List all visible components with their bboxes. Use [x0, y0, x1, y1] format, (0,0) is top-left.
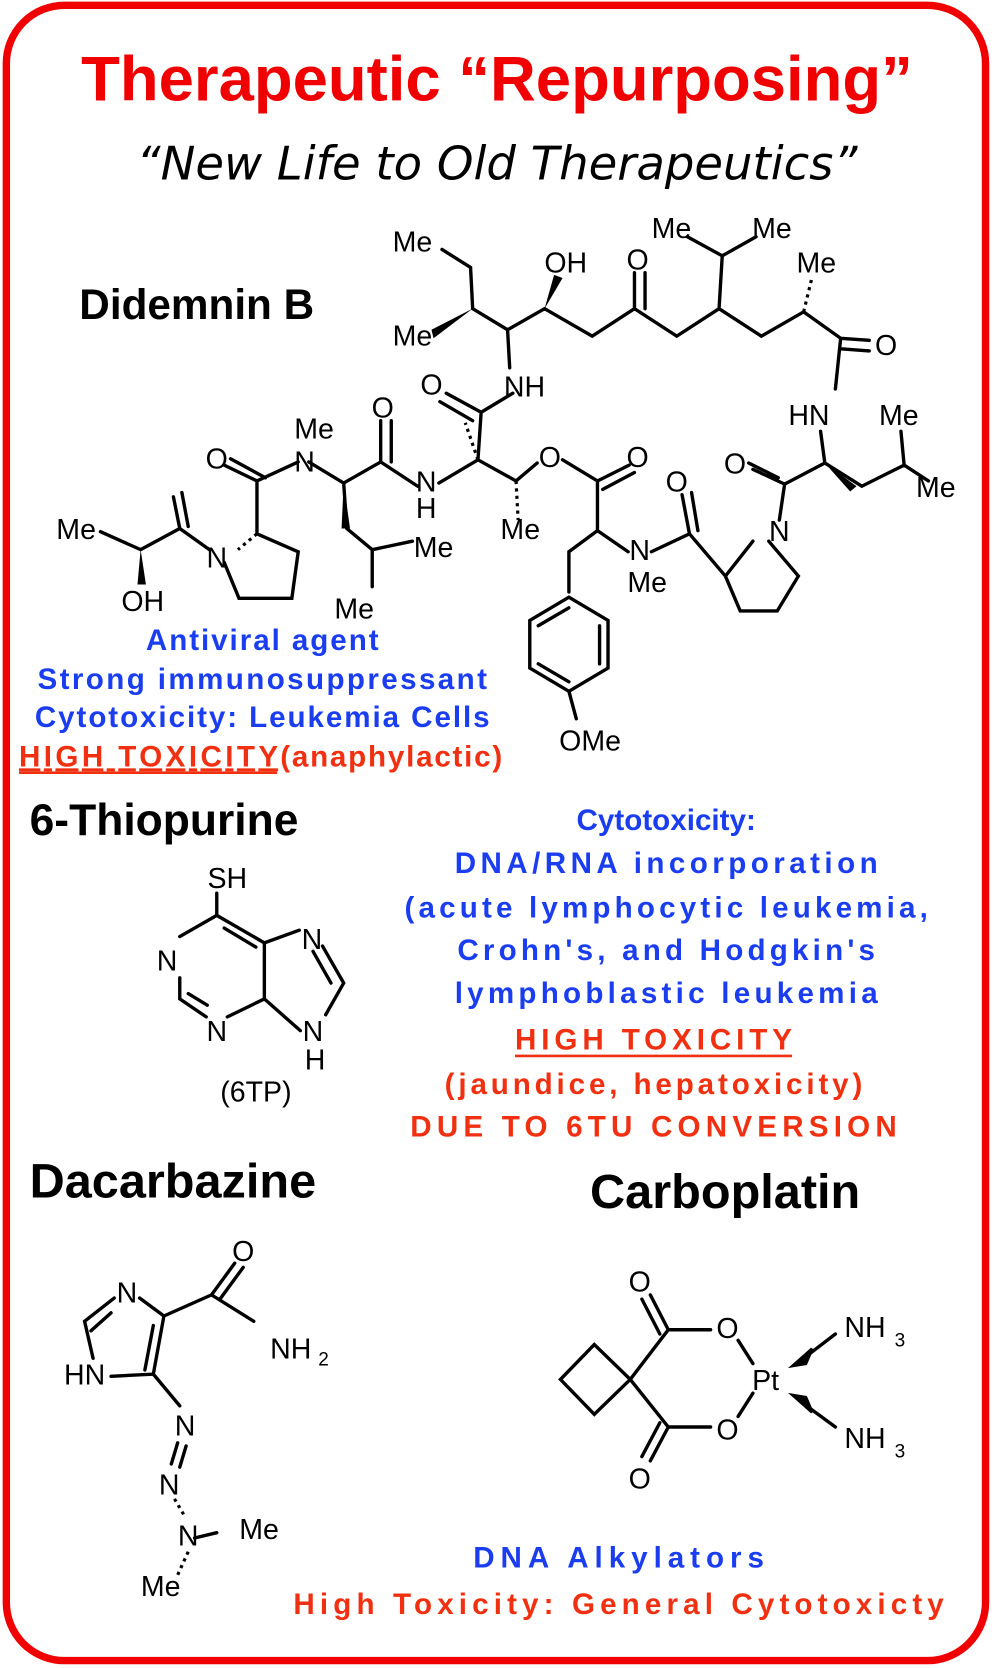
- atom-label: N: [206, 543, 227, 575]
- atom-label: N: [303, 1016, 324, 1048]
- atom-label: N: [302, 924, 323, 956]
- atom-label: O: [372, 393, 394, 425]
- atom-label: Me: [652, 213, 692, 245]
- atom-label: 3: [895, 1331, 906, 1352]
- atom-label: N: [769, 516, 790, 548]
- atom-label: Me: [334, 593, 374, 625]
- didemnin-note: Strong immunosuppressant: [38, 663, 488, 696]
- didemnin-toxicity: HIGH TOXICITY: [19, 740, 278, 773]
- mechanism-label: DNA Alkylators: [473, 1542, 764, 1575]
- atom-label: O: [539, 442, 561, 474]
- atom-label: SH: [208, 863, 248, 895]
- atom-label: N: [117, 1277, 138, 1309]
- atom-label: O: [724, 449, 746, 481]
- didemnin-b-structure: Me Me OH O Me Me Me O NH O HN Me Me O N …: [56, 213, 955, 758]
- carboplatin-label: Carboplatin: [590, 1165, 860, 1219]
- atom-label: Me: [879, 400, 919, 432]
- atom-label: O: [716, 1415, 738, 1447]
- atom-label: Me: [627, 567, 667, 599]
- atom-label: Me: [239, 1514, 279, 1546]
- thiopurine-note: (acute lymphocytic leukemia,: [404, 892, 927, 925]
- atom-label: NH: [504, 371, 545, 403]
- atom-label: Me: [141, 1571, 181, 1603]
- atom-label: N: [206, 1016, 227, 1048]
- atom-label: N: [175, 1410, 196, 1442]
- atom-label: N: [159, 1470, 180, 1502]
- atom-label: Me: [916, 472, 956, 504]
- dacarbazine-section: Dacarbazine N HN O NH 2 N N N Me Me: [30, 1155, 329, 1603]
- atom-label: N: [416, 467, 437, 499]
- atom-label: N: [178, 1520, 199, 1552]
- thiopurine-label: 6-Thiopurine: [30, 796, 299, 845]
- atom-label: O: [627, 442, 649, 474]
- atom-label: Me: [393, 227, 433, 259]
- thiopurine-structure: SH N N N N H (6TP): [157, 863, 346, 1108]
- atom-label: O: [420, 369, 442, 401]
- atom-label: HN: [64, 1360, 105, 1392]
- atom-label: 3: [895, 1442, 906, 1463]
- atom-label: Pt: [752, 1365, 779, 1397]
- atom-label: O: [206, 443, 228, 475]
- atom-label: Me: [414, 532, 454, 564]
- thiopurine-toxicity: HIGH TOXICITY: [515, 1024, 792, 1057]
- atom-label: Me: [294, 414, 334, 446]
- atom-label: OH: [544, 248, 587, 280]
- atom-label: 2: [318, 1350, 329, 1371]
- atom-label: NH: [270, 1333, 311, 1365]
- atom-label: HN: [788, 400, 829, 432]
- atom-label: O: [232, 1236, 254, 1268]
- atom-label: O: [629, 1267, 651, 1299]
- page-title: Therapeutic “Repurposing”: [81, 44, 913, 114]
- dacarbazine-structure: N HN O NH 2 N N N Me Me: [64, 1236, 329, 1603]
- carboplatin-section: Carboplatin O O Pt O O NH 3 NH 3: [558, 1165, 906, 1495]
- atom-label: O: [629, 1463, 651, 1495]
- didemnin-toxicity-detail: (anaphylactic): [280, 740, 502, 773]
- thiopurine-note: Cytotoxicity:: [577, 804, 756, 837]
- atom-label: Me: [797, 248, 837, 280]
- dacarbazine-label: Dacarbazine: [30, 1155, 317, 1209]
- atom-label: Me: [56, 514, 96, 546]
- atom-label: N: [157, 945, 178, 977]
- atom-label: Me: [393, 321, 433, 353]
- atom-label: OH: [121, 586, 164, 618]
- carboplatin-structure: O O Pt O O NH 3 NH 3: [558, 1267, 906, 1495]
- atom-label: NH: [844, 1312, 885, 1344]
- didemnin-note: Antiviral agent: [146, 624, 379, 657]
- atom-label: N: [294, 446, 315, 478]
- atom-label: H: [305, 1045, 326, 1077]
- atom-label: H: [416, 493, 437, 525]
- atom-label: O: [627, 245, 649, 277]
- thiopurine-abbrev: (6TP): [220, 1076, 291, 1108]
- thiopurine-note: Crohn's, and Hodgkin's: [457, 934, 875, 967]
- atom-label: O: [875, 330, 897, 362]
- didemnin-b-label: Didemnin B: [79, 281, 314, 328]
- atom-label: NH: [844, 1423, 885, 1455]
- atom-label: Me: [500, 514, 540, 546]
- atom-label: OMe: [559, 725, 621, 757]
- atom-label: Me: [752, 213, 792, 245]
- atom-label: O: [666, 467, 688, 499]
- didemnin-note: Cytotoxicity: Leukemia Cells: [35, 701, 490, 734]
- thiopurine-toxicity-detail: DUE TO 6TU CONVERSION: [410, 1110, 896, 1143]
- thiopurine-note: lymphoblastic leukemia: [455, 977, 879, 1010]
- page-subtitle: “New Life to Old Therapeutics”: [136, 137, 858, 191]
- atom-label: O: [716, 1313, 738, 1345]
- atom-label: N: [629, 535, 650, 567]
